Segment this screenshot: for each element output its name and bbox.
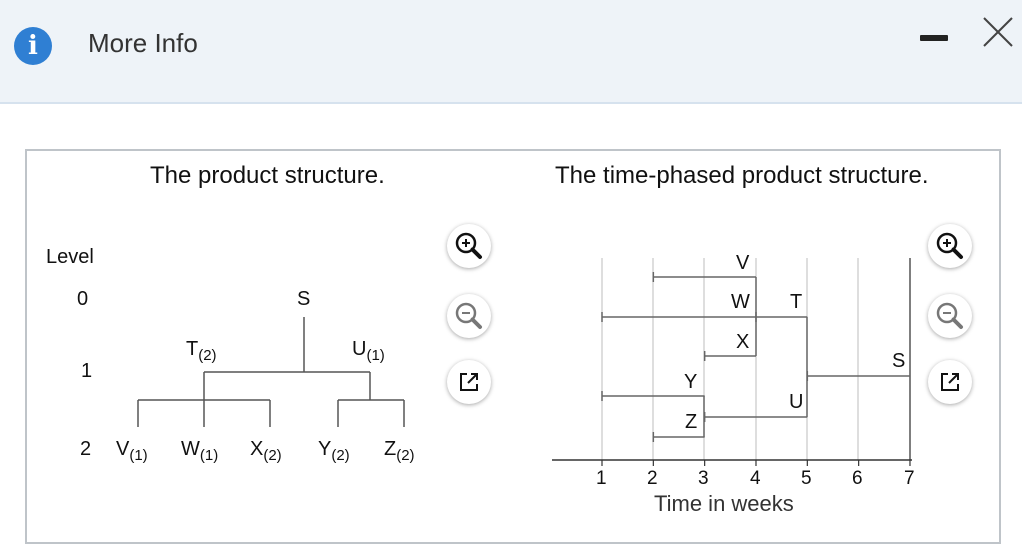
time-phased-caption: The time-phased product structure. — [555, 162, 929, 189]
tp-label-x: X — [736, 331, 749, 353]
figure-panel — [25, 149, 1001, 544]
zoom-in-icon — [936, 232, 963, 259]
tick-label: 4 — [750, 468, 761, 489]
zoom-out-icon — [936, 302, 963, 329]
tick-label: 3 — [698, 468, 709, 489]
zoom-out-button-right[interactable] — [928, 294, 972, 338]
tp-label-y: Y — [684, 371, 697, 393]
info-icon: i — [14, 27, 52, 65]
node-x: X(2) — [250, 438, 282, 464]
zoom-in-button-right[interactable] — [928, 224, 972, 268]
tick-label: 1 — [596, 468, 607, 489]
popout-button-right[interactable] — [928, 360, 972, 404]
close-icon — [983, 17, 1013, 47]
axis-ticks — [601, 460, 911, 466]
node-s: S — [297, 288, 310, 310]
axis-tick-labels: 1 2 3 4 5 6 7 — [596, 468, 915, 489]
tp-label-z: Z — [685, 411, 697, 433]
tp-label-t: T — [790, 291, 802, 313]
zoom-in-icon — [455, 232, 482, 259]
tick-label: 2 — [647, 468, 658, 489]
minimize-button[interactable] — [920, 35, 948, 41]
x-axis-label: Time in weeks — [654, 491, 794, 516]
product-structure-caption: The product structure. — [150, 162, 385, 189]
node-y: Y(2) — [318, 438, 350, 464]
tp-label-s: S — [892, 350, 905, 372]
zoom-out-icon — [455, 302, 482, 329]
tp-label-v: V — [736, 252, 750, 274]
node-w: W(1) — [181, 438, 218, 464]
tick-label: 6 — [852, 468, 863, 489]
popout-icon — [941, 373, 959, 391]
level-1-label: 1 — [81, 360, 92, 382]
tick-label: 7 — [904, 468, 915, 489]
level-0-label: 0 — [77, 288, 88, 310]
zoom-out-button-left[interactable] — [447, 294, 491, 338]
node-z: Z(2) — [384, 438, 415, 464]
tp-label-w: W — [731, 291, 750, 313]
node-v: V(1) — [116, 438, 148, 464]
dialog-header: i More Info — [0, 0, 1022, 104]
zoom-in-button-left[interactable] — [447, 224, 491, 268]
level-2-label: 2 — [80, 438, 91, 460]
tp-label-u: U — [789, 391, 803, 413]
tree-connectors — [137, 317, 405, 427]
close-button[interactable] — [978, 12, 1018, 52]
tick-label: 5 — [801, 468, 812, 489]
popout-icon — [460, 373, 478, 391]
tp-connectors — [703, 277, 808, 437]
node-t: T(2) — [186, 338, 217, 364]
week-gridlines — [601, 258, 859, 460]
popout-button-left[interactable] — [447, 360, 491, 404]
dialog-title: More Info — [88, 28, 198, 58]
node-u: U(1) — [352, 338, 385, 364]
level-header: Level — [46, 246, 94, 268]
